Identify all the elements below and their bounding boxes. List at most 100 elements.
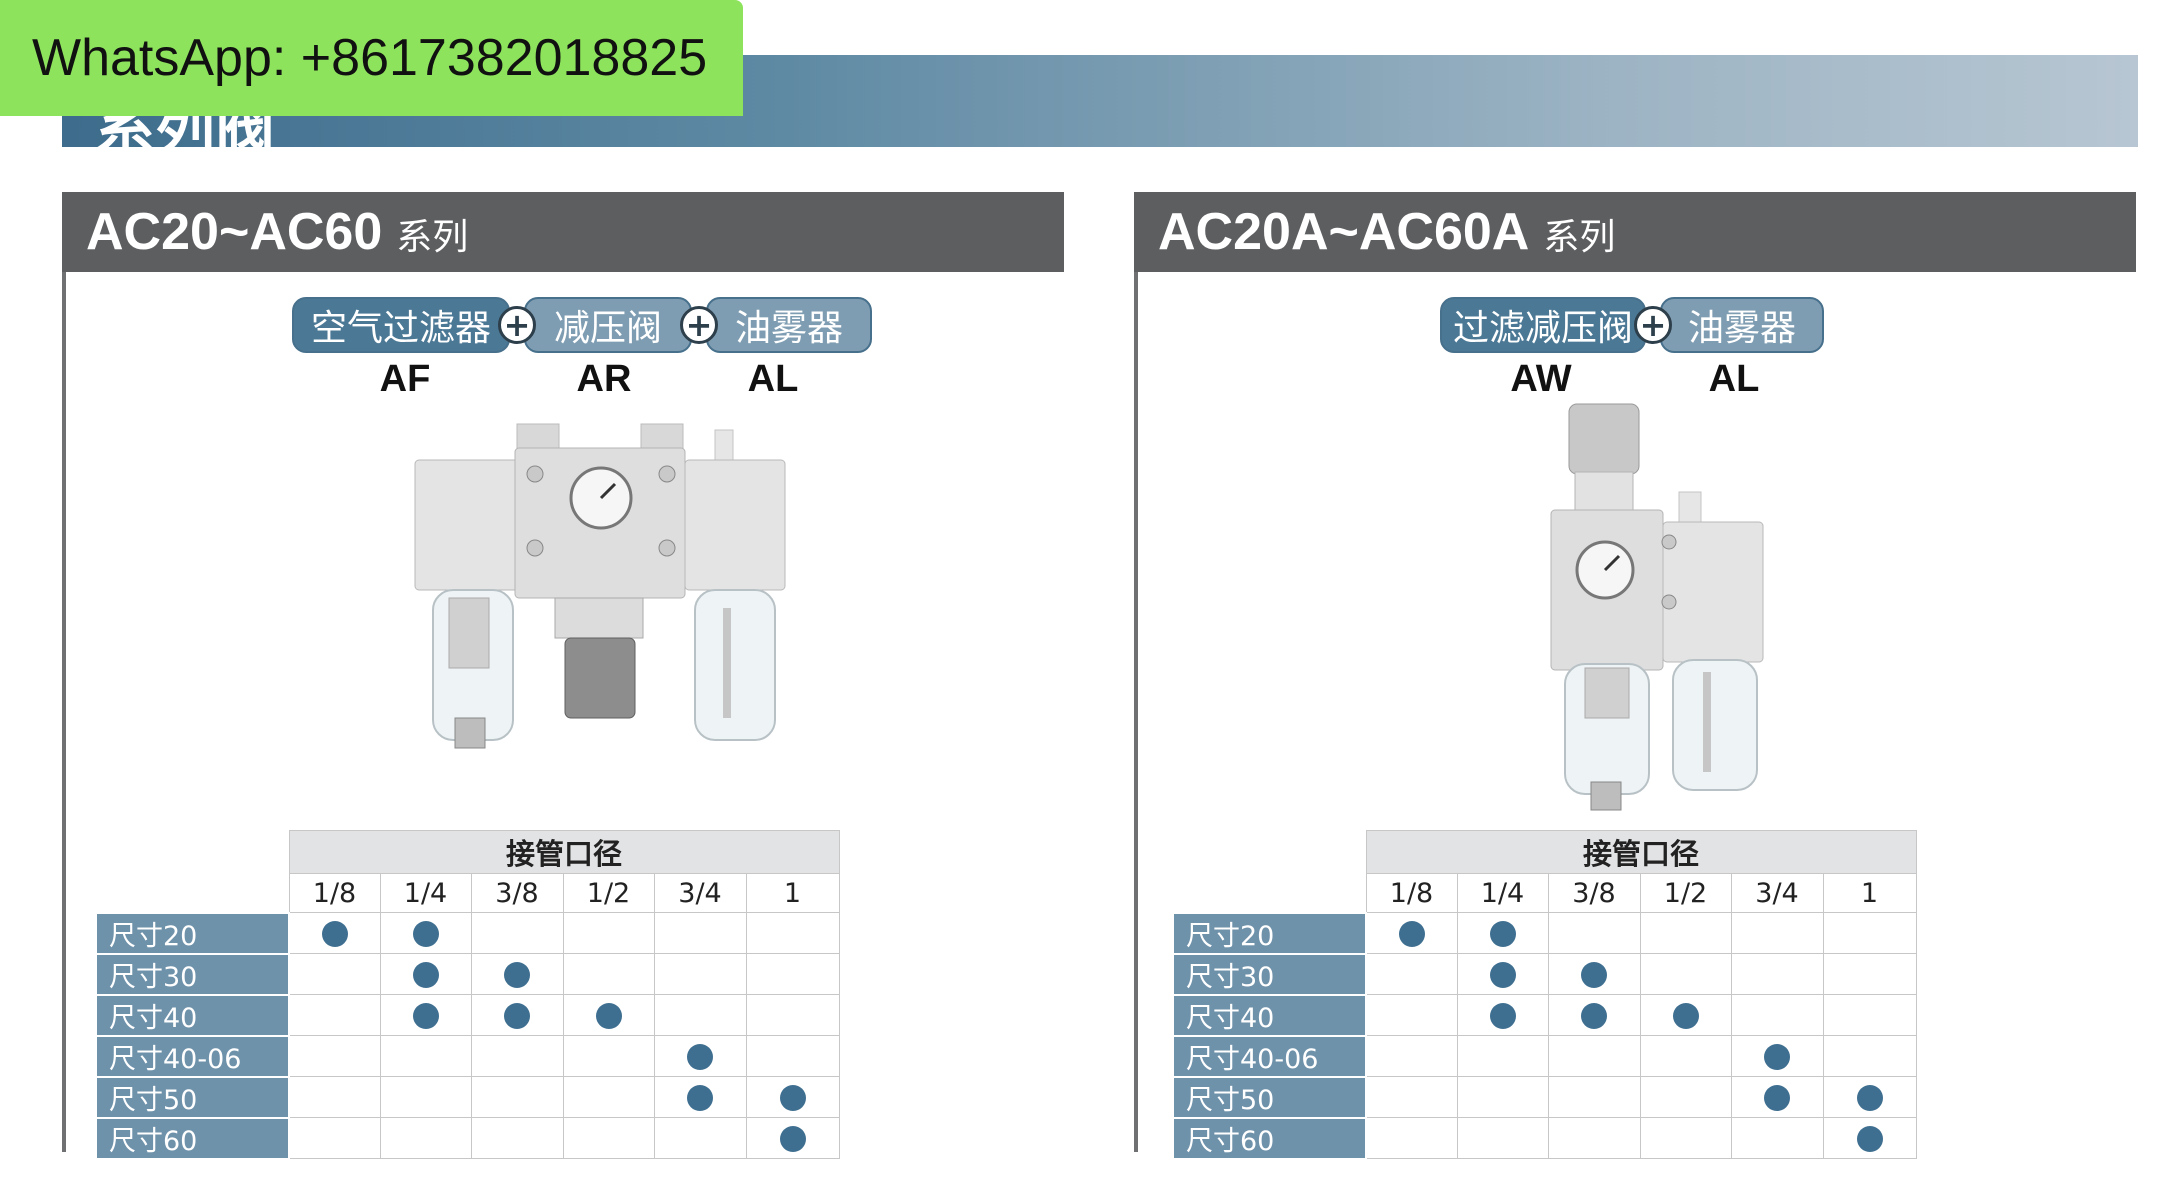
table-row: 尺寸60 (95, 1116, 840, 1160)
table-cell (1639, 994, 1732, 1036)
table-cell (653, 1035, 747, 1077)
filled-circle-icon (1489, 1003, 1516, 1029)
table-cell (288, 1117, 381, 1159)
size-header: 1/2 (562, 873, 655, 913)
filled-circle-icon (1764, 1044, 1790, 1070)
size-header: 1/4 (1456, 873, 1549, 913)
series-suffix: 系列 (396, 216, 469, 257)
table-cell (1456, 1035, 1549, 1077)
table-cell (1822, 1035, 1917, 1077)
table-cell (1639, 1035, 1732, 1077)
table-cell (1822, 912, 1917, 954)
table-cell (745, 994, 840, 1036)
table-cell (1822, 953, 1917, 995)
table-cell (1456, 1076, 1549, 1118)
filled-circle-icon (504, 962, 530, 988)
table-cell (379, 1035, 472, 1077)
filled-circle-icon (687, 1085, 713, 1111)
table-cell (379, 912, 472, 954)
table-row: 尺寸20 (1172, 911, 1917, 955)
table-cell (470, 1076, 564, 1118)
component-combination: 过滤减压阀 + 油雾器 (1440, 296, 1824, 354)
filled-circle-icon (1489, 921, 1516, 947)
table-row: 尺寸30 (1172, 952, 1917, 996)
panel-left-rule (1134, 272, 1138, 1152)
size-header: 3/8 (1547, 873, 1641, 913)
whatsapp-contact-banner: WhatsApp: +8617382018825 (0, 0, 743, 116)
table-cell (379, 1117, 472, 1159)
table-caption-row: 接管口径 (1173, 830, 1917, 874)
filled-circle-icon (779, 1126, 806, 1152)
component-combination: 空气过滤器 + 减压阀 + 油雾器 (292, 296, 872, 354)
row-label: 尺寸20 (95, 911, 290, 955)
table-cell (1639, 912, 1732, 954)
table-cell (1730, 1117, 1824, 1159)
row-label: 尺寸60 (95, 1116, 290, 1160)
series-panel-ac20: AC20~AC60 系列 (62, 192, 1064, 1152)
row-label: 尺寸40-06 (95, 1034, 290, 1078)
panel-left-rule (62, 272, 66, 1152)
filled-circle-icon (1398, 921, 1425, 947)
table-row: 尺寸30 (95, 952, 840, 996)
table-cell (1547, 1035, 1641, 1077)
product-image-ac-frl (405, 418, 795, 778)
table-cell (653, 912, 747, 954)
table-cell (745, 1035, 840, 1077)
component-code-al: AL (747, 358, 799, 400)
table-body: 尺寸20 尺寸30 尺寸40 尺寸40-06 尺寸50 尺寸60 (1172, 911, 1917, 1160)
table-cell (379, 1076, 472, 1118)
table-cell (745, 953, 840, 995)
table-cell (1730, 912, 1824, 954)
table-cell (562, 912, 655, 954)
filled-circle-icon (1581, 1003, 1607, 1029)
table-cell (653, 1076, 747, 1118)
table-cell (288, 994, 381, 1036)
table-cell (1547, 912, 1641, 954)
table-row: 尺寸40 (1172, 993, 1917, 1037)
table-cell (653, 953, 747, 995)
row-label: 尺寸40 (95, 993, 290, 1037)
table-row: 尺寸20 (95, 911, 840, 955)
row-label: 尺寸30 (1172, 952, 1367, 996)
table-row: 尺寸50 (95, 1075, 840, 1119)
table-cell (1730, 953, 1824, 995)
table-corner (96, 874, 289, 913)
table-cell (470, 1035, 564, 1077)
table-corner (1173, 831, 1366, 874)
table-cell (1822, 1076, 1917, 1118)
panel-header: AC20~AC60 系列 (62, 192, 1064, 272)
filled-circle-icon (412, 1003, 439, 1029)
table-cell (562, 1035, 655, 1077)
filled-circle-icon (1489, 962, 1516, 988)
table-cell (1365, 912, 1458, 954)
row-label: 尺寸30 (95, 952, 290, 996)
port-size-table-left: 接管口径 1/8 1/4 3/8 1/2 3/4 1 尺寸20 尺寸30 尺寸4… (95, 830, 840, 1160)
size-header: 3/4 (653, 873, 747, 913)
table-cell (470, 1117, 564, 1159)
table-corner (1173, 874, 1366, 913)
plus-circle-icon: + (1634, 306, 1672, 344)
table-cell (1456, 994, 1549, 1036)
table-body: 尺寸20 尺寸30 尺寸40 尺寸40-06 尺寸50 尺寸60 (95, 911, 840, 1160)
table-cell (1365, 994, 1458, 1036)
table-caption-row: 接管口径 (96, 830, 840, 874)
size-header: 1/2 (1639, 873, 1732, 913)
table-cell (288, 1076, 381, 1118)
table-cell (562, 1076, 655, 1118)
series-code: AC20A~AC60A (1158, 203, 1530, 261)
plus-circle-icon: + (680, 306, 718, 344)
table-cell (1547, 1076, 1641, 1118)
table-cell (1822, 994, 1917, 1036)
filled-circle-icon (595, 1003, 622, 1029)
table-row: 尺寸40-06 (95, 1034, 840, 1078)
component-pill-regulator: 减压阀 (524, 297, 692, 353)
series-code: AC20~AC60 (86, 203, 383, 261)
table-row: 尺寸60 (1172, 1116, 1917, 1160)
table-cell (1547, 994, 1641, 1036)
component-pill-filter: 空气过滤器 (292, 297, 510, 353)
table-cell (1730, 1076, 1824, 1118)
size-header: 1 (745, 873, 840, 913)
row-label: 尺寸40-06 (1172, 1034, 1367, 1078)
